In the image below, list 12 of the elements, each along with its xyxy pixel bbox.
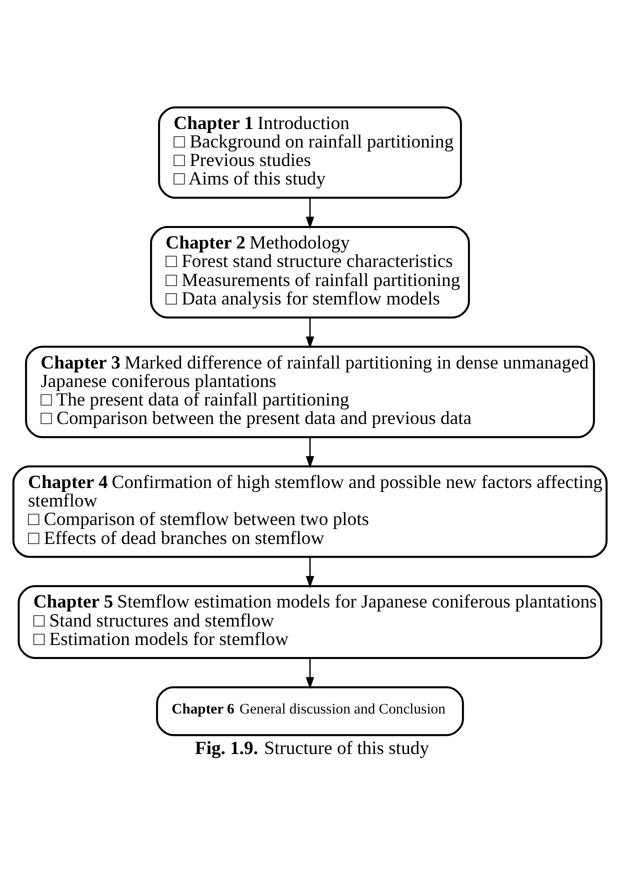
node-box: Chapter 3 Marked difference of rainfall partitioning in dense unmanaged Japanese coniferous plantations □ The present data of rainfall partitioning □ Comparison between the present data and previous data bbox=[25, 345, 595, 438]
arrow bbox=[306, 658, 314, 689]
node-box: Chapter 5 Stemflow estimation models for Japanese coniferous plantations □ Stand structures and stemflow □ Estimation models for stemflow bbox=[18, 584, 602, 658]
node-box: Chapter 6 General discussion and Conclusion bbox=[156, 686, 464, 736]
node-box: Chapter 2 Methodology □ Forest stand structure characteristics □ Measurements of rainfall partitioning □ Data analysis for stemflow models bbox=[150, 226, 470, 318]
arrow bbox=[306, 436, 314, 468]
arrow bbox=[306, 197, 314, 228]
node-box: Chapter 1 Introduction □ Background on rainfall partitioning □ Previous studies □ Aims of this study bbox=[158, 106, 462, 198]
node-box: Chapter 4 Confirmation of high stemflow and possible new factors affecting stemflow □ Comparison of stemflow between two plots □ Effects of dead branches on stemflow bbox=[12, 464, 608, 558]
caption: Fig. 1.9. Structure of this study bbox=[194, 737, 430, 758]
arrow bbox=[306, 556, 314, 588]
arrow bbox=[306, 317, 314, 348]
